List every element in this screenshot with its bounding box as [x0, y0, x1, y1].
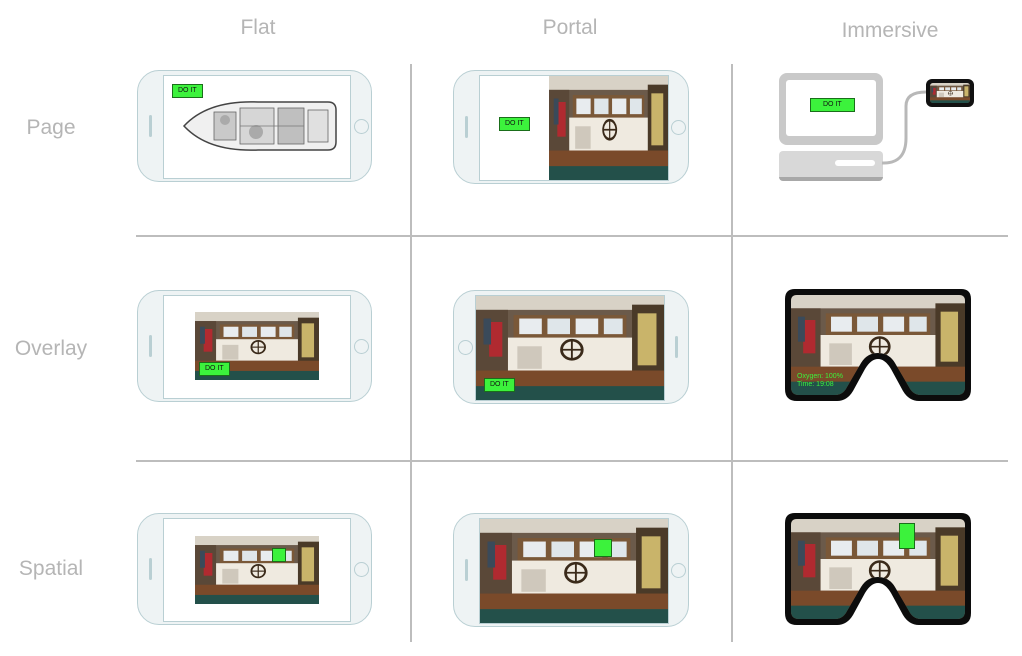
phone-portal-spatial [453, 513, 689, 627]
desktop-computer: DO IT [779, 73, 883, 181]
phone-screen [163, 518, 351, 622]
hud-oxygen: Oxygen: 100% [797, 373, 843, 380]
row-header-spatial: Spatial [18, 557, 84, 580]
grid-divider [731, 64, 733, 642]
phone-flat-page: DO IT [137, 70, 372, 182]
row-header-page: Page [26, 116, 76, 139]
column-header-immersive: Immersive [841, 19, 939, 42]
grid-divider [410, 64, 412, 642]
monitor-screen: DO IT [786, 80, 876, 136]
phone-screen: DO IT [163, 75, 351, 179]
phone-home-button [671, 563, 686, 578]
phone-screen: DO IT [479, 75, 669, 181]
column-header-portal: Portal [542, 16, 598, 39]
grid-divider [136, 235, 1008, 237]
do-it-button[interactable]: DO IT [499, 117, 530, 131]
phone-portal-page: DO IT [453, 70, 689, 184]
row-header-overlay: Overlay [14, 337, 88, 360]
phone-flat-spatial [137, 513, 372, 625]
phone-speaker [465, 116, 468, 138]
goggles-frame [785, 513, 971, 625]
vr-goggles-spatial [785, 513, 971, 625]
column-header-flat: Flat [240, 16, 276, 39]
phone-speaker [149, 335, 152, 357]
phone-home-button [354, 119, 369, 134]
cabin-photo [480, 519, 668, 623]
phone-speaker [675, 336, 678, 358]
boat-floorplan [182, 101, 337, 151]
phone-home-button [458, 340, 473, 355]
do-it-button[interactable]: DO IT [484, 378, 515, 392]
goggles-frame [785, 289, 971, 401]
vr-goggles-overlay: Oxygen: 100% Time: 19:08 [785, 289, 971, 401]
spatial-button-marker[interactable] [899, 523, 915, 549]
phone-speaker [465, 559, 468, 581]
headset-cable [881, 90, 927, 165]
do-it-button[interactable]: DO IT [199, 362, 230, 376]
phone-home-button [354, 562, 369, 577]
cabin-photo [549, 76, 668, 180]
hud-time: Time: 19:08 [797, 381, 834, 388]
do-it-button[interactable]: DO IT [810, 98, 855, 112]
phone-home-button [671, 120, 686, 135]
do-it-button[interactable]: DO IT [172, 84, 203, 98]
phone-screen [479, 518, 669, 624]
spatial-button-marker[interactable] [272, 548, 286, 562]
phone-speaker [149, 115, 152, 137]
computer-monitor: DO IT [779, 73, 883, 145]
vr-headset-small [926, 79, 974, 107]
cabin-photo [195, 536, 319, 604]
phone-screen: DO IT [163, 295, 351, 399]
phone-screen: DO IT [475, 295, 665, 401]
phone-speaker [149, 558, 152, 580]
grid-divider [136, 460, 1008, 462]
spatial-button-marker[interactable] [594, 539, 612, 557]
phone-home-button [354, 339, 369, 354]
computer-base [779, 151, 883, 181]
phone-flat-overlay: DO IT [137, 290, 372, 402]
phone-portal-overlay: DO IT [453, 290, 689, 404]
